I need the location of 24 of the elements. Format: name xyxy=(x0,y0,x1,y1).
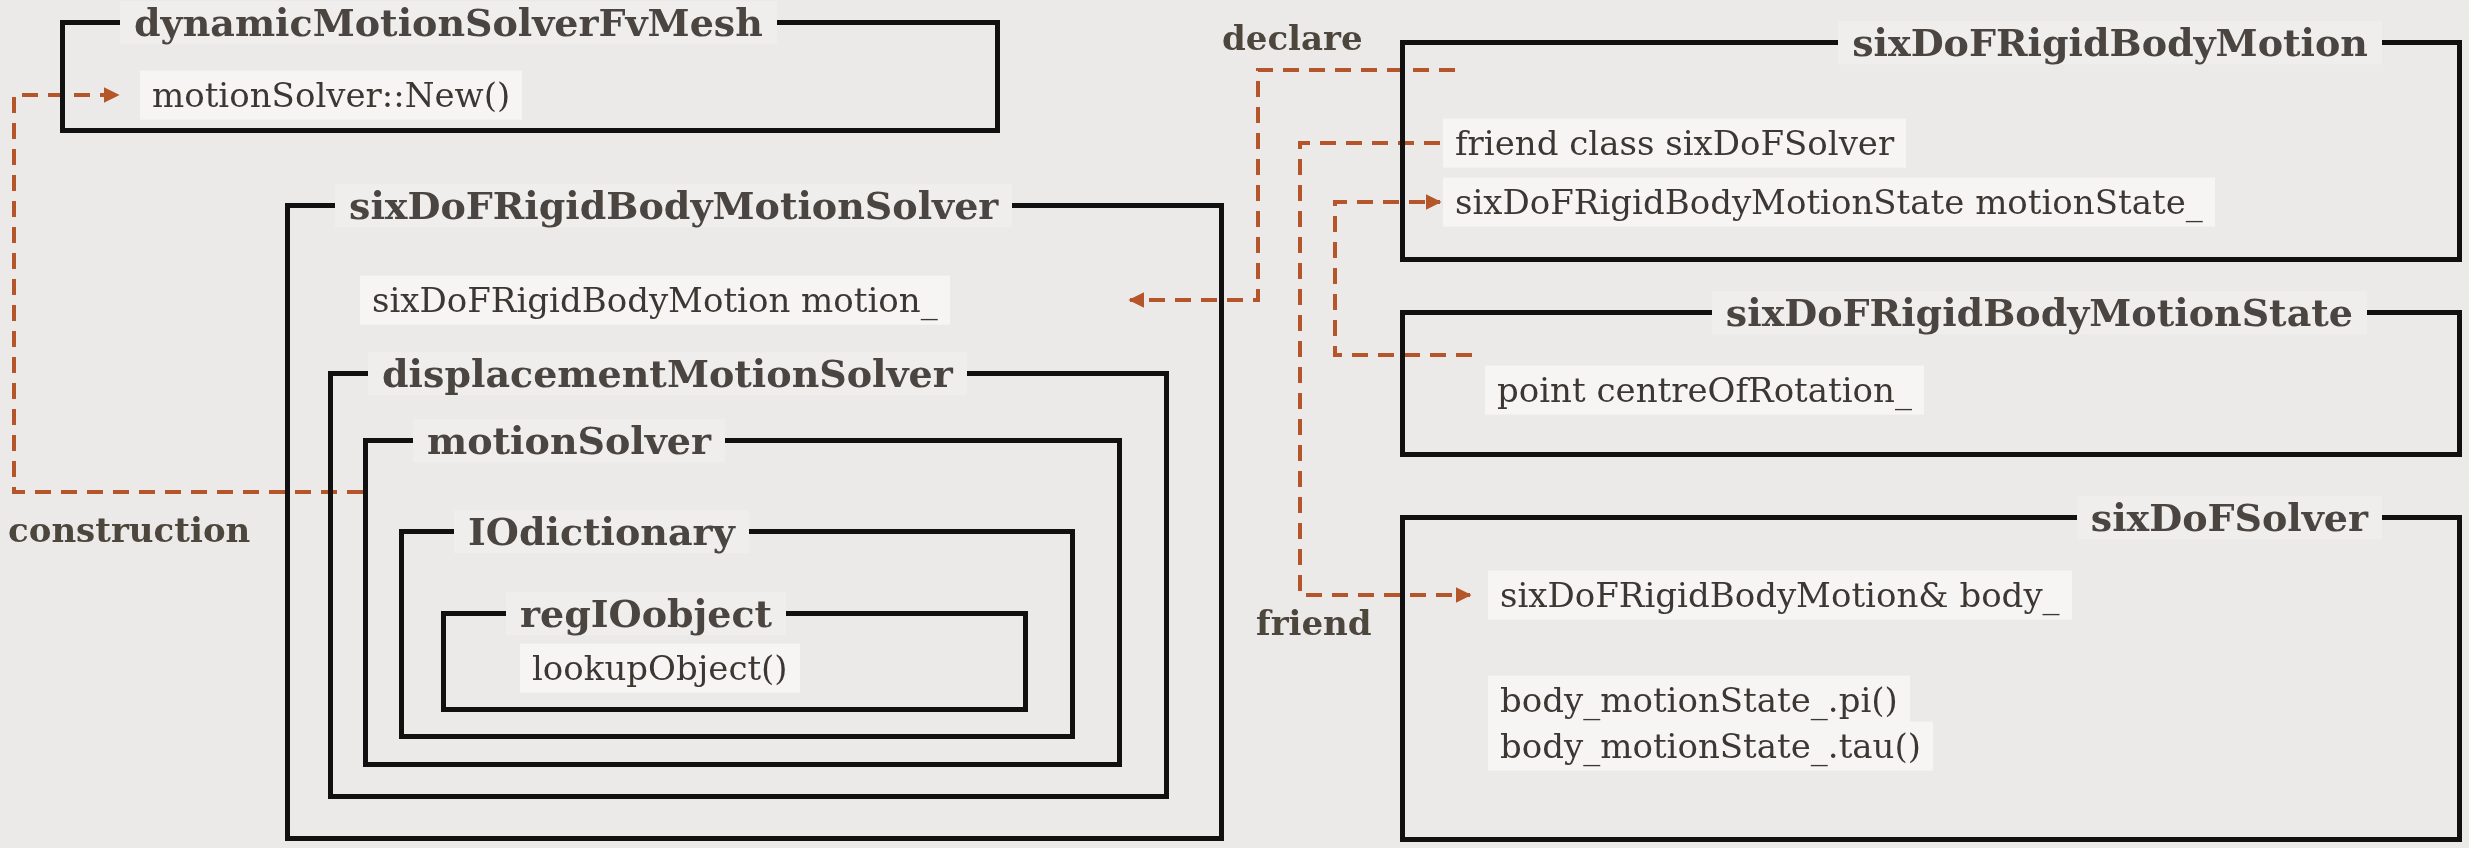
member-text: motionSolver::New() xyxy=(140,70,523,120)
class-name: sixDoFRigidBodyMotion xyxy=(1838,20,2382,65)
member-text: sixDoFRigidBodyMotion& body_ xyxy=(1488,570,2072,620)
class-name: displacementMotionSolver xyxy=(368,351,967,396)
edge-label: construction xyxy=(8,510,251,550)
member-text: sixDoFRigidBodyMotionState motionState_ xyxy=(1443,177,2215,227)
class-name: sixDoFRigidBodyMotionState xyxy=(1711,290,2367,335)
dashed-arrow xyxy=(12,87,363,494)
class-name: sixDoFRigidBodyMotionSolver xyxy=(335,183,1013,228)
dashed-arrow xyxy=(1128,68,1455,308)
dashed-arrow xyxy=(1333,194,1472,357)
edge-label: declare xyxy=(1222,18,1363,58)
edge-label: friend xyxy=(1256,603,1372,643)
member-text: friend class sixDoFSolver xyxy=(1443,118,1907,168)
class-name: sixDoFSolver xyxy=(2076,495,2382,540)
member-text: body_motionState_.tau() xyxy=(1488,721,1933,771)
class-name: regIOobject xyxy=(506,591,787,636)
dashed-arrow xyxy=(1298,141,1472,603)
member-text: point centreOfRotation_ xyxy=(1485,365,1924,415)
class-name: motionSolver xyxy=(413,418,726,463)
member-text: lookupObject() xyxy=(520,643,800,693)
member-text: sixDoFRigidBodyMotion motion_ xyxy=(360,275,950,325)
class-name: IOdictionary xyxy=(454,509,749,554)
class-name: dynamicMotionSolverFvMesh xyxy=(120,0,777,45)
